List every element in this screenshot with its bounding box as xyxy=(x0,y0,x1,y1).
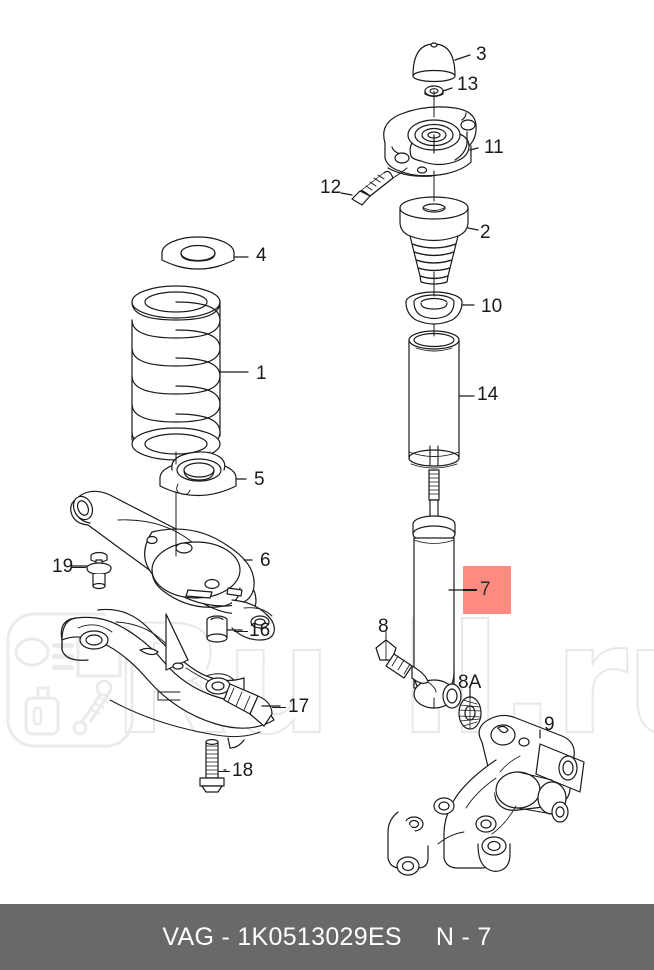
footer-bar: VAG - 1K0513029ES N - 7 xyxy=(0,904,654,970)
part-19-clip xyxy=(71,551,112,590)
part-5-lower-spring-seat xyxy=(159,451,247,497)
part-8A-washer xyxy=(458,687,482,730)
leader-16 xyxy=(234,631,248,632)
part-14-protective-tube xyxy=(408,323,475,469)
callout-label-14: 14 xyxy=(477,384,499,405)
callout-label-1: 1 xyxy=(256,363,267,384)
part-8-bolt xyxy=(375,631,437,693)
sheet-code: N - 7 xyxy=(435,922,492,951)
callout-label-13: 13 xyxy=(457,74,479,95)
part-7-shock-absorber xyxy=(412,445,464,709)
leader-17 xyxy=(272,707,286,708)
catalog-code: VAG - 1K0513029ES xyxy=(162,922,402,951)
leader-18 xyxy=(218,771,230,772)
part-16-spacer-bush xyxy=(206,615,243,643)
leader-19 xyxy=(72,567,86,568)
callout-label-19: 19 xyxy=(52,556,74,577)
part-2-bump-stop xyxy=(399,170,479,285)
callout-label-8: 8 xyxy=(378,616,389,637)
part-1-coil-spring xyxy=(131,285,249,461)
part-4-spring-washer xyxy=(161,236,249,270)
callout-label-4: 4 xyxy=(256,245,267,266)
callout-label-10: 10 xyxy=(481,296,503,317)
callout-label-6: 6 xyxy=(260,550,271,571)
diagram-canvas: Ru ll.ru xyxy=(6,42,654,876)
callout-label-7: 7 xyxy=(480,579,491,600)
callout-label-12: 12 xyxy=(320,177,342,198)
part-18-bolt xyxy=(199,738,227,793)
part-17-lower-control-arm xyxy=(60,608,281,749)
callout-label-17: 17 xyxy=(288,696,310,717)
callout-label-9: 9 xyxy=(544,714,555,735)
leader-7 xyxy=(463,589,477,591)
part-11-upper-mount xyxy=(383,90,479,177)
callout-label-18: 18 xyxy=(232,760,254,781)
callout-label-8a: 8A xyxy=(458,672,482,693)
part-13-nut xyxy=(424,85,453,98)
callout-label-5: 5 xyxy=(254,469,265,490)
part-12-bolt xyxy=(340,167,408,206)
part-10-bearing xyxy=(405,281,475,325)
part-9-wheel-bearing-housing xyxy=(387,714,585,876)
exploded-parts-drawing xyxy=(60,42,585,876)
callout-label-11: 11 xyxy=(484,137,504,158)
part-3-cap xyxy=(412,42,471,83)
callout-label-3: 3 xyxy=(476,44,487,65)
callout-label-2: 2 xyxy=(480,222,491,243)
callout-label-16: 16 xyxy=(249,620,271,641)
part-6-upper-control-arm xyxy=(70,490,275,641)
